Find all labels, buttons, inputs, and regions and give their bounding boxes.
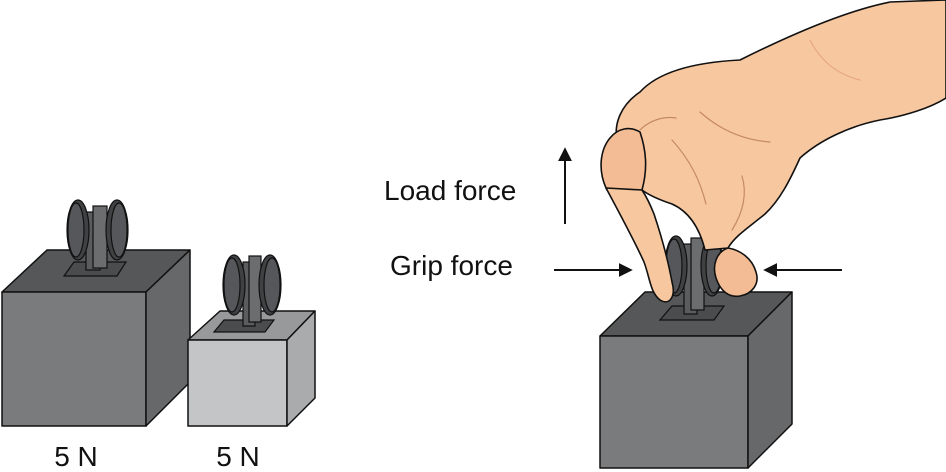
- lifted-box-front: [599, 335, 749, 469]
- lifted-box: [599, 291, 793, 469]
- large-box-weight-label: 5 N: [54, 441, 98, 472]
- small-box-side: [286, 310, 316, 427]
- small-box-front: [187, 339, 288, 427]
- large-box: [1, 249, 191, 427]
- hand: [600, 0, 946, 303]
- lifted-box-side: [747, 291, 793, 469]
- small-box-weight-label: 5 N: [216, 441, 260, 472]
- index-finger: [600, 127, 647, 197]
- thumb: [605, 187, 675, 303]
- load-force-label: Load force: [384, 175, 516, 206]
- large-box-handle: [62, 199, 129, 277]
- grip-force-label: Grip force: [390, 250, 513, 281]
- small-box: [187, 310, 316, 427]
- hand-back: [615, 0, 946, 251]
- large-box-front: [1, 291, 147, 427]
- gripping-finger: [713, 247, 758, 298]
- small-box-handle: [212, 254, 282, 333]
